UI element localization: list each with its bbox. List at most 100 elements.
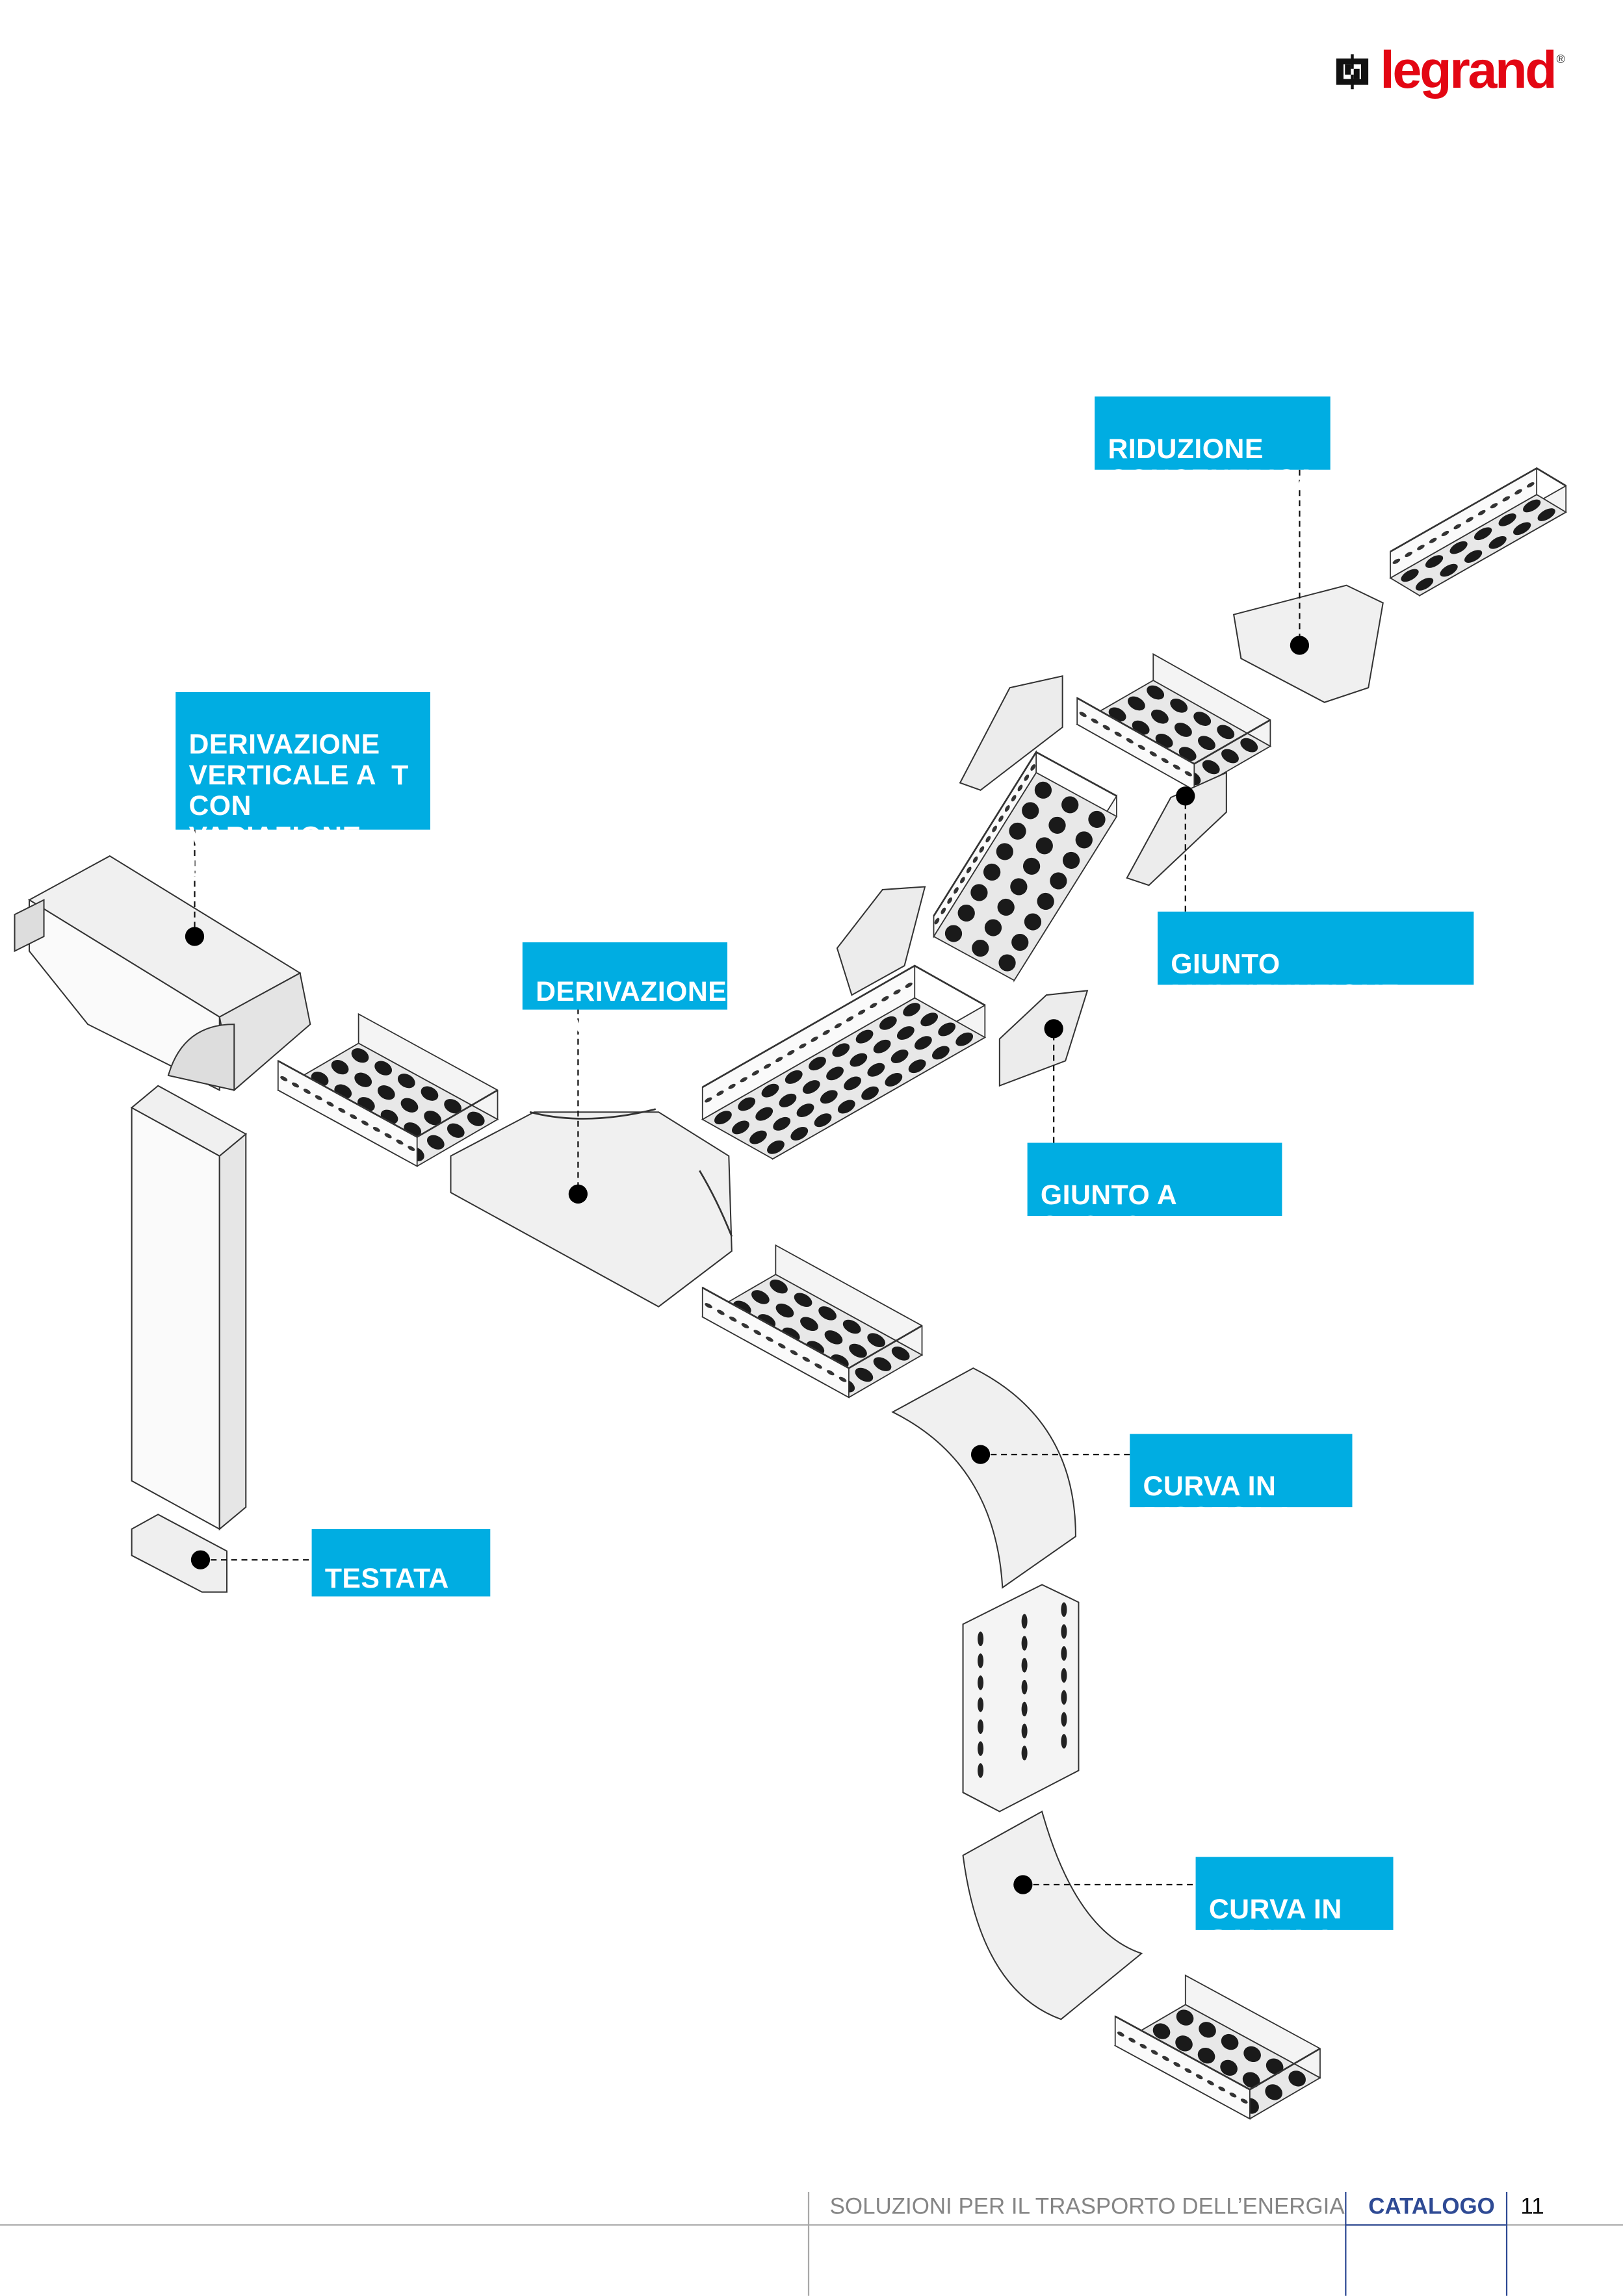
tray-slot [891,1347,910,1361]
tray-slot [1061,1624,1067,1639]
tray-slot [444,1099,461,1114]
tray-slot [785,1070,803,1084]
tray-slot [914,1036,932,1050]
wall-slot [1011,795,1017,802]
wall-slot [838,1376,847,1382]
wall-slot [1229,2092,1237,2098]
label-line: SALITA A 90° [1208,1926,1334,1987]
wall-slot [1079,712,1087,717]
label-line: MULTIFUNZIONE EDU [1171,980,1400,1042]
tray-slot [1199,2022,1216,2038]
vertical-tee-flange [14,899,45,953]
tray-slot [1243,2046,1261,2063]
edu-joint [959,675,1063,792]
wall-slot [1218,2086,1226,2092]
wall-slot [1490,503,1498,509]
tray-slot [1537,508,1555,521]
tray-slot [944,925,963,942]
tray-slot [1498,513,1516,526]
wall-slot [1417,545,1425,550]
tray-slot [751,1290,770,1304]
tray-slot [1193,712,1212,726]
ascending-curve [962,1810,1143,2020]
wall-slot [1429,537,1437,543]
label-line: DI PIANO [188,853,315,884]
tray-slot [354,1072,372,1087]
wall-slot [716,1090,724,1096]
wall-slot [753,1330,762,1335]
wall-slot [893,989,901,995]
tray-slot [1061,1734,1067,1749]
wall-slot [338,1107,346,1113]
tray-slot [1266,2058,1284,2074]
straight-tray [276,1013,499,1168]
footer-divider [807,2191,810,2296]
tray-slot [978,1741,984,1756]
wall-slot [1184,2068,1192,2074]
wall-slot [705,1303,712,1309]
wall-slot [979,846,985,853]
wall-slot [1126,738,1134,743]
tray-slot [796,1103,814,1118]
callout-dot [190,1550,211,1569]
label-line: TESTATA DI [324,1564,448,1626]
tray-slot [794,1293,812,1308]
wall-slot [1091,718,1098,724]
tray-slot [447,1123,465,1138]
wall-slot [1004,805,1010,812]
tray-slot [978,1719,984,1735]
wall-slot [303,1089,311,1094]
tray-slot [1147,685,1165,700]
footer-divider [1345,2191,1347,2296]
tray-slot [931,1046,950,1060]
tray-slot [755,1107,773,1121]
wall-slot [1392,558,1401,564]
tray-slot [955,1032,974,1046]
wall-slot [1441,530,1449,537]
snodo-joint [836,886,926,996]
tray-slot [1010,878,1028,896]
wall-slot [1240,2098,1248,2104]
tray-slot [1061,1646,1067,1661]
footer-catalog-link[interactable]: CATALOGO [1368,2195,1495,2220]
tray-slot [1197,2047,1215,2064]
wall-slot [857,1009,866,1015]
tray-slot [1037,892,1054,910]
tray-slot [738,1097,756,1111]
tray-slot [400,1098,419,1113]
tray-slot [1127,696,1145,711]
wall-slot [941,907,946,914]
tray-slot [1009,822,1026,840]
label-line: GIUNTO [1171,949,1280,981]
tray-rim [1115,2015,1321,2091]
tray-slot [867,1063,885,1077]
vertical-tray-front [131,1106,220,1530]
label-line: DERIVAZIONE [188,730,380,761]
wall-slot [1207,2080,1214,2085]
tray-slot [850,1053,868,1067]
tray-slot [1265,2084,1282,2100]
tray-slot [1170,698,1188,713]
vertical-tray-side [218,1132,247,1531]
callout-dot [1290,636,1310,655]
wall-slot [1502,496,1511,502]
tray-slot [826,1066,844,1081]
wall-slot [811,1037,818,1042]
wall-slot [834,1023,842,1029]
wall-slot [1017,784,1023,792]
wall-slot [396,1139,404,1145]
tray-slot [1176,2009,1194,2026]
label-line: VERTICALE EV [1040,1242,1247,1273]
tray-slot [714,1111,732,1125]
wall-slot [350,1114,357,1120]
tray-slot [1425,555,1444,568]
wall-slot [790,1350,798,1356]
wall-slot [1024,774,1030,781]
straight-tray [1389,467,1567,597]
wall-slot [777,1343,786,1349]
tray-slot [1022,857,1041,875]
tray-slot [1048,816,1066,834]
